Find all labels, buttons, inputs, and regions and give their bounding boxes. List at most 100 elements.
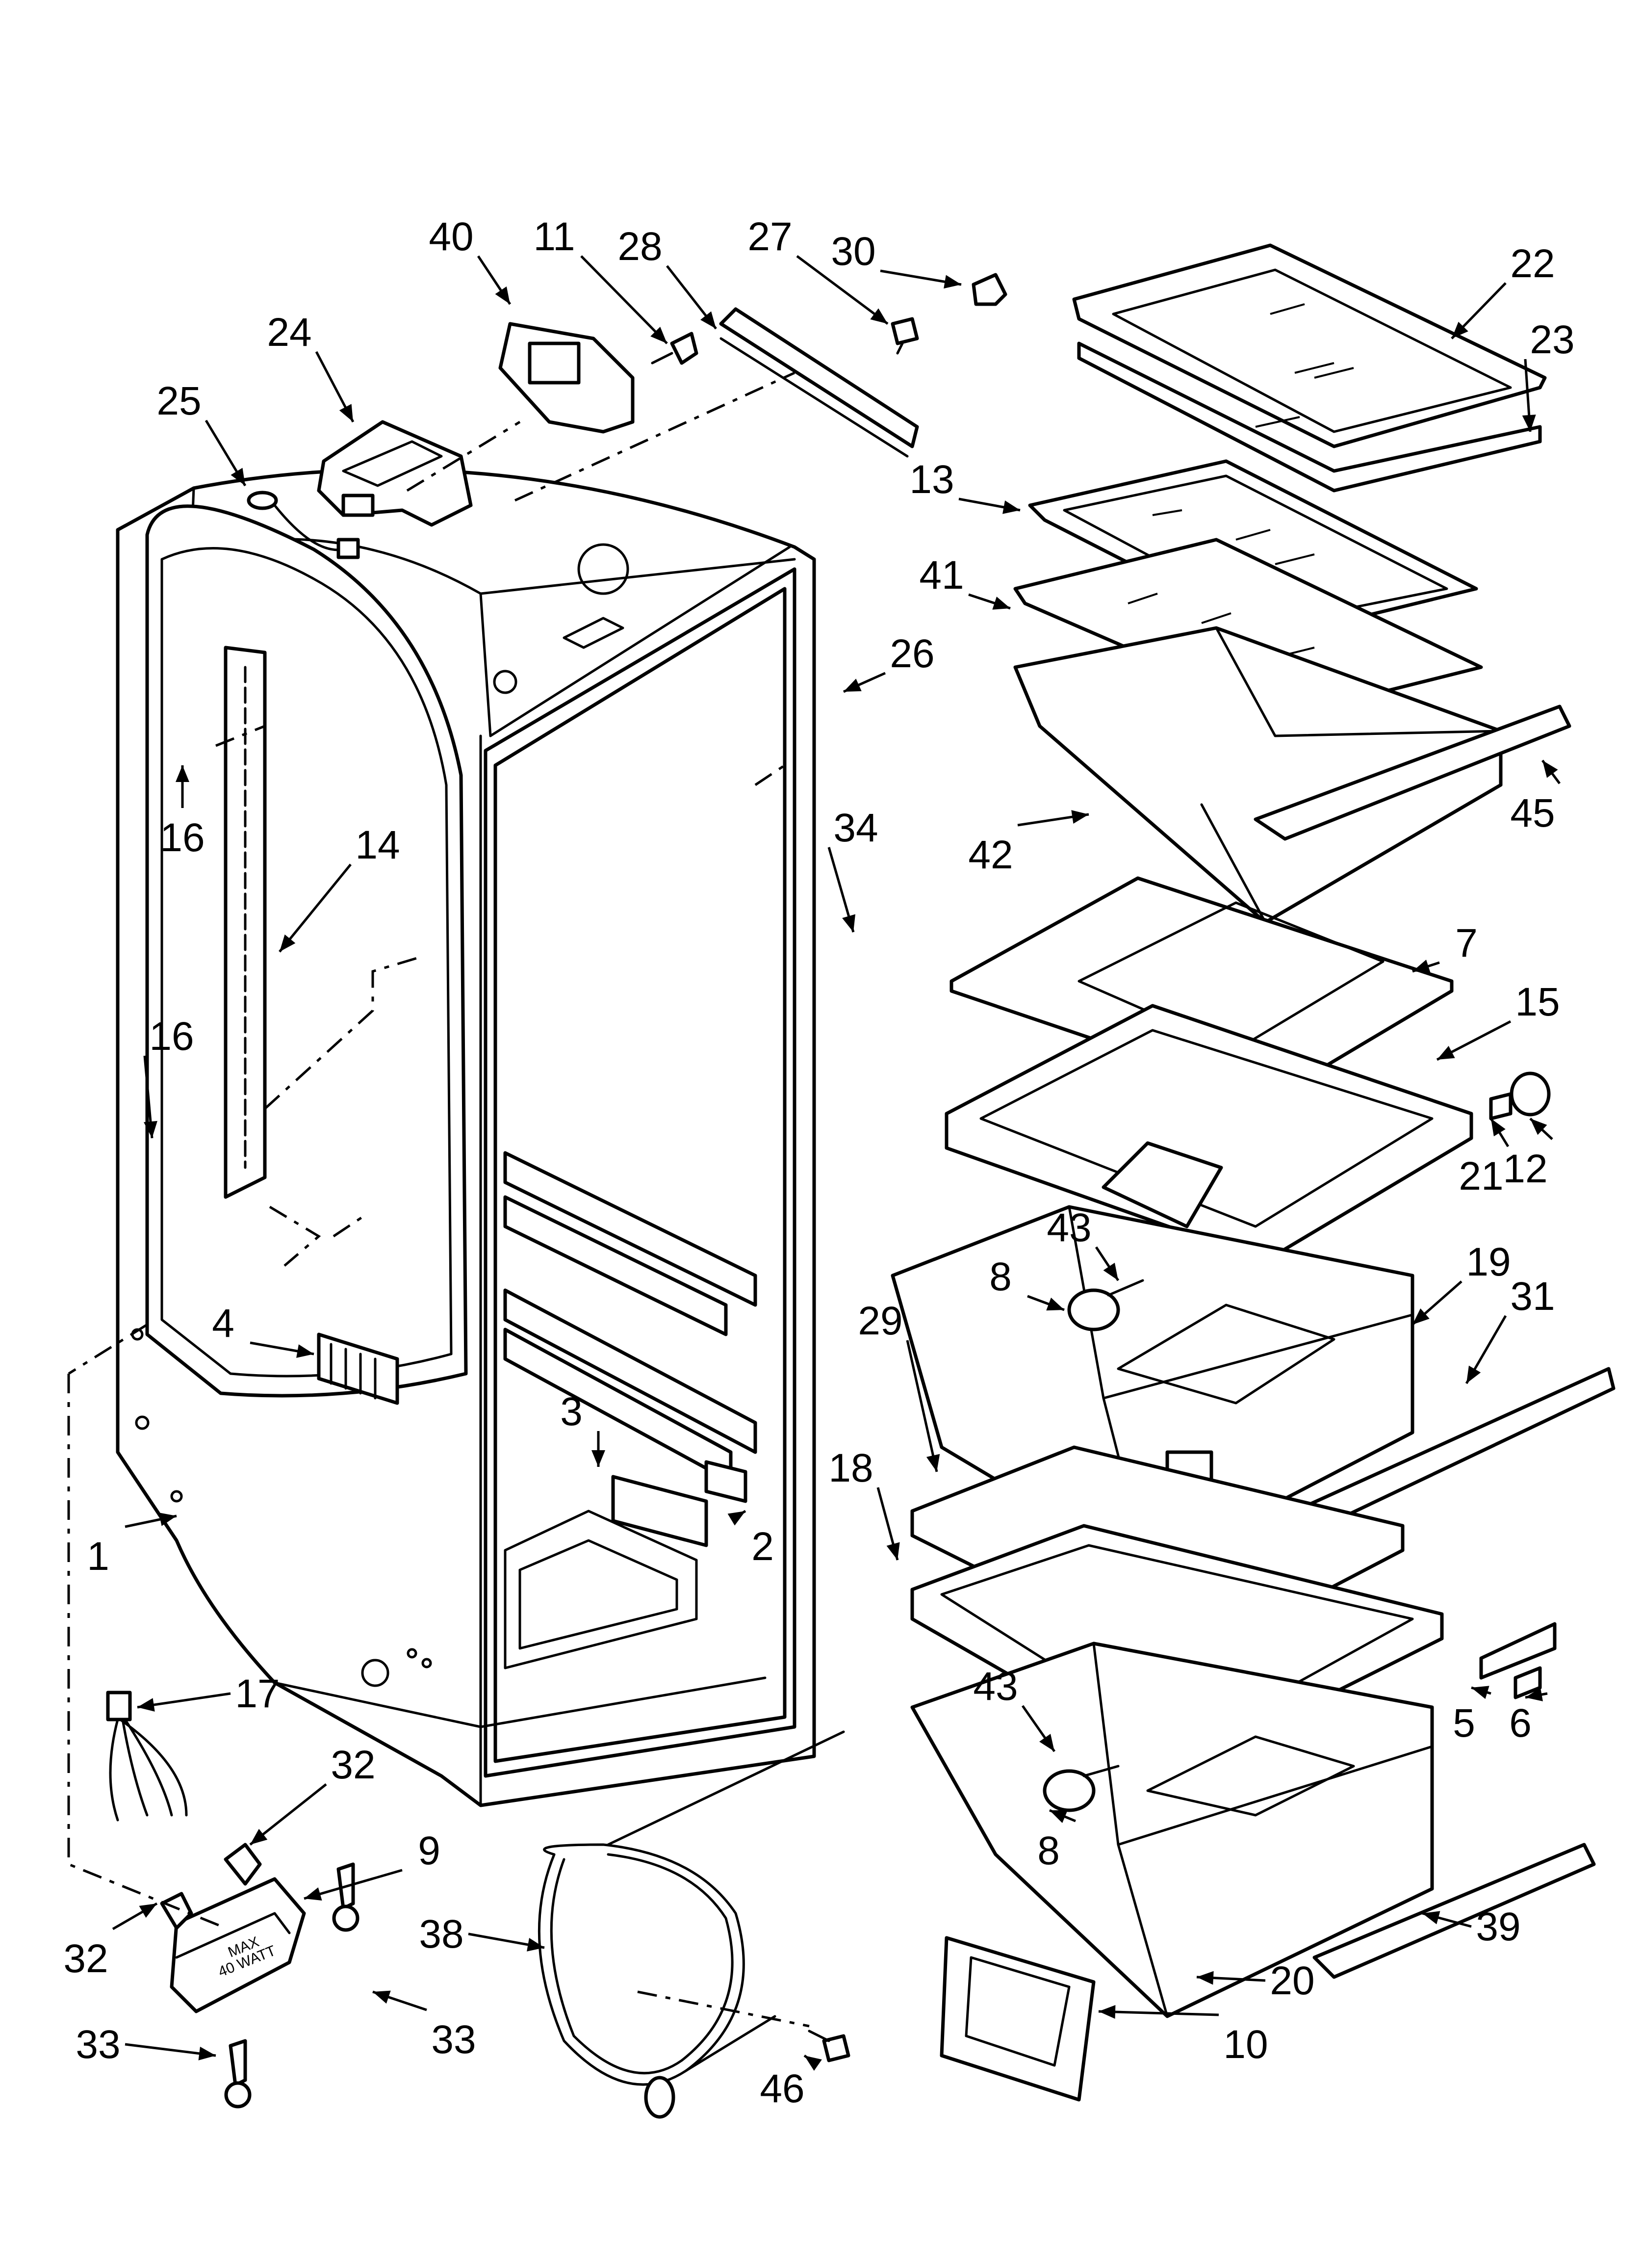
shelves-and-drawers bbox=[891, 243, 1616, 2102]
callout-label: 28 bbox=[617, 224, 662, 269]
arrowhead bbox=[1046, 1297, 1064, 1311]
arrowhead bbox=[1039, 1734, 1054, 1751]
arrowhead bbox=[842, 914, 856, 932]
callout-label: 34 bbox=[833, 806, 878, 850]
arrowhead bbox=[1412, 1308, 1430, 1325]
callout-label: 14 bbox=[355, 823, 400, 867]
arrowhead bbox=[1491, 1119, 1506, 1137]
arrowhead bbox=[804, 2056, 822, 2071]
arrowhead bbox=[1530, 1119, 1547, 1135]
callout-label: 26 bbox=[890, 631, 934, 676]
arrowhead bbox=[1071, 810, 1089, 824]
leader-line bbox=[279, 863, 352, 953]
callout-label: 43 bbox=[1047, 1205, 1091, 1250]
callout-label: 22 bbox=[1510, 241, 1555, 286]
callout-label: 1 bbox=[87, 1534, 109, 1579]
leader-line bbox=[1098, 2010, 1219, 2016]
callout-label: 43 bbox=[973, 1664, 1018, 1709]
callout-label: 24 bbox=[267, 310, 311, 355]
lower-components bbox=[106, 1691, 850, 2119]
leader-line bbox=[304, 1869, 403, 1900]
arrowhead bbox=[870, 308, 888, 324]
arrowhead bbox=[992, 597, 1010, 610]
callout-label: 42 bbox=[968, 833, 1013, 877]
arrowhead bbox=[1452, 321, 1468, 339]
arrowhead bbox=[1471, 1686, 1489, 1699]
arrowhead bbox=[139, 1903, 157, 1918]
arrowhead bbox=[198, 2046, 216, 2060]
callout-label: 17 bbox=[235, 1671, 280, 1716]
callout-label: 31 bbox=[1510, 1274, 1555, 1319]
arrowhead bbox=[144, 1121, 157, 1138]
callout-label: 11 bbox=[533, 214, 575, 259]
arrowhead bbox=[137, 1698, 155, 1712]
leader-line bbox=[796, 255, 889, 325]
callout-label: 33 bbox=[431, 2017, 476, 2062]
callout-label: 13 bbox=[909, 457, 954, 502]
callout-label: 23 bbox=[1530, 317, 1574, 362]
callout-label: 40 bbox=[429, 214, 473, 259]
arrowhead bbox=[700, 311, 716, 329]
arrowhead bbox=[886, 1542, 900, 1560]
cabinet-liner bbox=[116, 468, 816, 1807]
arrowhead bbox=[176, 765, 189, 782]
callout-label: 3 bbox=[560, 1389, 583, 1434]
callout-label: 9 bbox=[418, 1828, 440, 1873]
arrowhead bbox=[944, 275, 961, 289]
arrowhead bbox=[280, 934, 296, 952]
callout-label: 16 bbox=[149, 1014, 194, 1059]
arrowhead bbox=[1466, 1365, 1481, 1383]
callout-label: 32 bbox=[63, 1936, 108, 1981]
callout-label: 46 bbox=[760, 2066, 804, 2111]
assembly-lines bbox=[67, 371, 810, 2028]
arrowhead bbox=[231, 468, 245, 486]
callout-label: 16 bbox=[160, 815, 205, 860]
leader-line bbox=[580, 255, 668, 344]
callout-label: 7 bbox=[1455, 921, 1478, 965]
callout-label: 38 bbox=[419, 1912, 463, 1956]
callout-label: 32 bbox=[331, 1743, 375, 1787]
arrowhead bbox=[1103, 1262, 1118, 1280]
callout-label: 5 bbox=[1453, 1701, 1475, 1746]
callout-label: 29 bbox=[858, 1299, 902, 1343]
callout-label: 20 bbox=[1270, 1958, 1314, 2003]
arrowhead bbox=[1525, 1688, 1543, 1701]
arrowhead bbox=[373, 1990, 391, 2004]
callout-label: 41 bbox=[919, 553, 964, 598]
callout-label: 8 bbox=[1037, 1828, 1060, 1873]
arrowhead bbox=[1002, 500, 1020, 514]
arrowhead bbox=[339, 404, 353, 422]
arrowhead bbox=[650, 326, 667, 343]
callout-label: 15 bbox=[1515, 980, 1560, 1024]
callout-label: 30 bbox=[831, 229, 875, 274]
arrowhead bbox=[1197, 1971, 1214, 1985]
arrowhead bbox=[844, 678, 862, 692]
callout-label: 33 bbox=[76, 2022, 120, 2067]
callout-label: 39 bbox=[1476, 1904, 1520, 1949]
arrowhead bbox=[304, 1887, 322, 1901]
arrowhead bbox=[926, 1454, 940, 1472]
callout-label: 45 bbox=[1510, 791, 1555, 835]
arrowhead bbox=[1099, 2005, 1116, 2019]
callout-label: 27 bbox=[747, 214, 792, 259]
arrowhead bbox=[495, 286, 510, 304]
arrowhead bbox=[727, 1511, 745, 1526]
leader-line bbox=[906, 1340, 938, 1472]
callout-label: 8 bbox=[989, 1254, 1012, 1299]
arrowhead bbox=[1542, 760, 1558, 778]
arrowhead bbox=[296, 1344, 314, 1358]
callout-label: 10 bbox=[1223, 2022, 1268, 2067]
callout-label: 19 bbox=[1466, 1240, 1511, 1284]
callout-label: 12 bbox=[1503, 1147, 1547, 1191]
arrowhead bbox=[158, 1512, 177, 1526]
arrowhead bbox=[1050, 1810, 1068, 1823]
arrowhead bbox=[1522, 415, 1536, 432]
callout-label: 2 bbox=[751, 1524, 774, 1569]
arrowhead bbox=[1437, 1045, 1455, 1060]
callout-label: 21 bbox=[1459, 1154, 1503, 1199]
leader-lines bbox=[112, 255, 1561, 2071]
arrowhead bbox=[1412, 960, 1431, 973]
